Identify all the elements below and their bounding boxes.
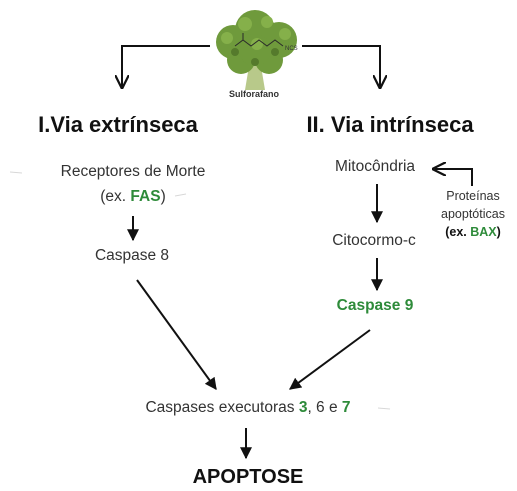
arrow-broccoli-to-intrinsic — [302, 45, 380, 86]
cytochrome-label: Citocormo-c — [332, 232, 416, 249]
caspase8-label: Caspase 8 — [94, 247, 170, 264]
proteins-line2: apoptóticas — [441, 207, 505, 221]
executors-sep: , 6 e — [307, 399, 342, 416]
arrow-caspase9-to-executors — [289, 329, 371, 390]
death-receptors-label: Receptores de Morte — [60, 163, 206, 180]
apoptose-label: APOPTOSE — [192, 466, 304, 488]
extrinsic-heading: I.Via extrínseca — [38, 112, 198, 137]
fas-label: FAS — [130, 188, 161, 205]
mitochondria-label: Mitocôndria — [334, 158, 416, 175]
bax-label: BAX — [470, 225, 497, 239]
proteins-example-prefix: (ex. — [445, 225, 471, 239]
caspase9-label: Caspase 9 — [336, 297, 414, 314]
executors-prefix: Caspases executoras — [145, 399, 299, 416]
example-suffix: ) — [160, 188, 166, 205]
proteins-example-suffix: ) — [496, 225, 501, 239]
executor-caspases: Caspases executoras 3, 6 e 7 — [145, 399, 350, 417]
proteins-line1: Proteínas — [446, 189, 500, 203]
faint-marks — [9, 171, 391, 410]
arrow-caspase8-to-executors — [136, 279, 217, 390]
arrow-broccoli-to-extrinsic — [122, 45, 210, 86]
compound-label: Sulforafano — [228, 89, 280, 99]
arrow-proteins-to-mito — [435, 169, 473, 186]
proteins-example: (ex. BAX) — [441, 223, 505, 241]
caspase3-label: 3 — [298, 399, 308, 416]
intrinsic-heading: II. Via intrínseca — [306, 112, 474, 137]
example-prefix: (ex. — [100, 188, 131, 205]
molecule-label: NCS — [285, 46, 298, 52]
broccoli-illustration: NCS — [216, 10, 298, 90]
proteins-box: Proteínas apoptóticas (ex. BAX) — [441, 187, 505, 241]
caspase7-label: 7 — [341, 399, 351, 416]
death-receptors-example: (ex. FAS) — [100, 188, 165, 206]
